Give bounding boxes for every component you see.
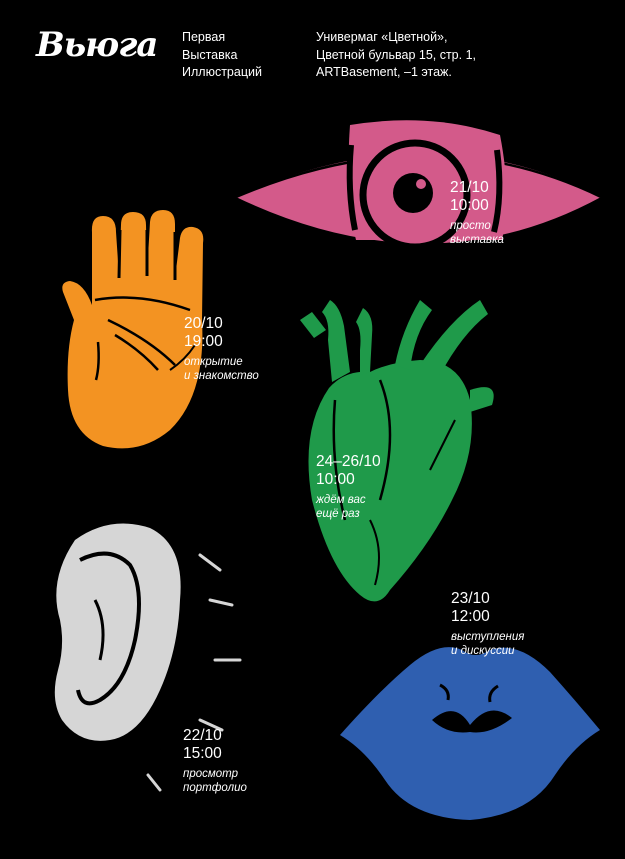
event-lips: 23/10 12:00 выступления и дискуссии bbox=[451, 590, 524, 658]
event-date: 22/10 bbox=[183, 727, 222, 744]
title-line: Иллюстраций bbox=[182, 65, 262, 79]
note-line: выступления bbox=[451, 631, 525, 643]
note-line: и дискуссии bbox=[451, 644, 515, 657]
note-line: ждём вас bbox=[316, 494, 366, 506]
event-time: 10:00 bbox=[316, 471, 355, 488]
hand-icon bbox=[62, 210, 204, 449]
venue-line: Универмаг «Цветной», bbox=[316, 30, 448, 44]
exhibition-title: Первая Выставка Иллюстраций bbox=[182, 29, 262, 82]
ear-icon bbox=[54, 523, 242, 792]
logo: Вьюга bbox=[36, 25, 158, 65]
heart-icon bbox=[300, 300, 494, 602]
note-line: и знакомство bbox=[184, 369, 259, 382]
note-line: портфолио bbox=[183, 781, 247, 794]
event-ear: 22/10 15:00 просмотр портфолио bbox=[183, 727, 247, 795]
event-date: 21/10 bbox=[450, 179, 489, 196]
event-hand: 20/10 19:00 открытие и знакомство bbox=[184, 315, 259, 383]
title-line: Первая bbox=[182, 30, 226, 44]
event-note: открытие и знакомство bbox=[184, 356, 259, 383]
note-line: выставка bbox=[450, 233, 504, 246]
venue-line: Цветной бульвар 15, стр. 1, bbox=[316, 47, 477, 62]
event-time: 15:00 bbox=[183, 745, 222, 762]
event-note: просто выставка bbox=[450, 220, 504, 247]
event-time: 19:00 bbox=[184, 333, 223, 350]
event-heart: 24–26/10 10:00 ждём вас ещё раз bbox=[316, 453, 381, 521]
event-time: 10:00 bbox=[450, 197, 489, 214]
event-eye: 21/10 10:00 просто выставка bbox=[450, 179, 504, 247]
event-date: 20/10 bbox=[184, 315, 223, 332]
title-line: Выставка bbox=[182, 47, 238, 62]
note-line: просто bbox=[450, 220, 491, 232]
lips-icon bbox=[340, 647, 600, 820]
event-date: 23/10 bbox=[451, 590, 490, 607]
event-note: ждём вас ещё раз bbox=[316, 494, 381, 521]
event-note: выступления и дискуссии bbox=[451, 631, 524, 658]
event-date: 24–26/10 bbox=[316, 453, 381, 470]
event-time: 12:00 bbox=[451, 608, 490, 625]
eye-icon bbox=[235, 120, 602, 251]
venue-line: ARTBasement, –1 этаж. bbox=[316, 65, 452, 79]
event-note: просмотр портфолио bbox=[183, 768, 247, 795]
note-line: открытие bbox=[184, 356, 243, 368]
note-line: просмотр bbox=[183, 768, 238, 780]
note-line: ещё раз bbox=[316, 507, 360, 520]
venue-address: Универмаг «Цветной», Цветной бульвар 15,… bbox=[316, 29, 476, 82]
